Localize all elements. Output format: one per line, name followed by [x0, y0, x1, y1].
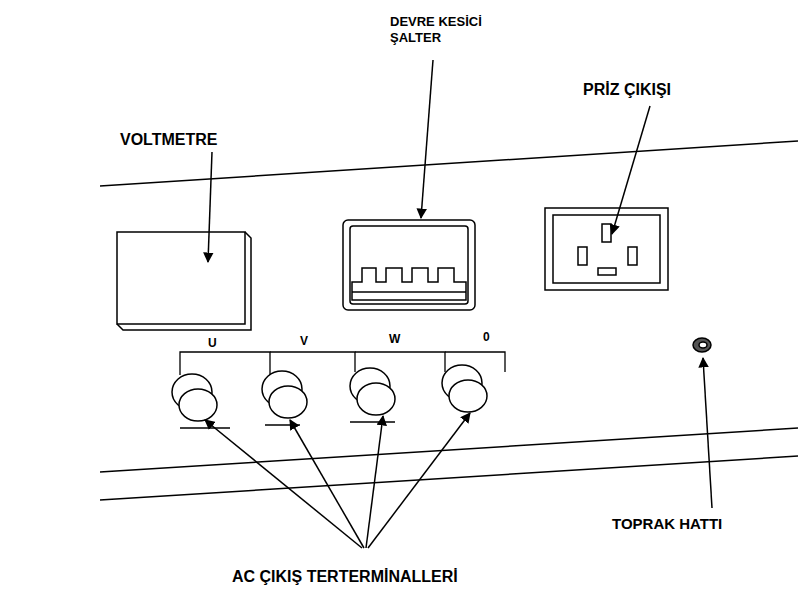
circuit-breaker [343, 220, 475, 310]
part-label: TOPRAK HATTI [612, 515, 722, 533]
terminal-name: U [208, 336, 217, 350]
terminal-name: 0 [483, 330, 490, 344]
ac-terminal [172, 365, 487, 421]
part-label: PRİZ ÇIKIŞI [583, 80, 671, 99]
part-label: AC ÇIKIŞ TERTERMİNALLERİ [232, 567, 458, 586]
part-label: DEVRE KESİCİ ŞALTER [390, 14, 500, 45]
part-label: VOLTMETRE [120, 130, 217, 149]
terminal-name: V [300, 334, 308, 348]
voltmeter [117, 232, 251, 330]
terminal-name: W [389, 332, 400, 346]
leader-line [205, 60, 712, 548]
ground-screw [693, 338, 711, 352]
power-outlet [545, 208, 668, 290]
panel-edge [100, 141, 798, 500]
terminal-bracket [180, 352, 505, 428]
